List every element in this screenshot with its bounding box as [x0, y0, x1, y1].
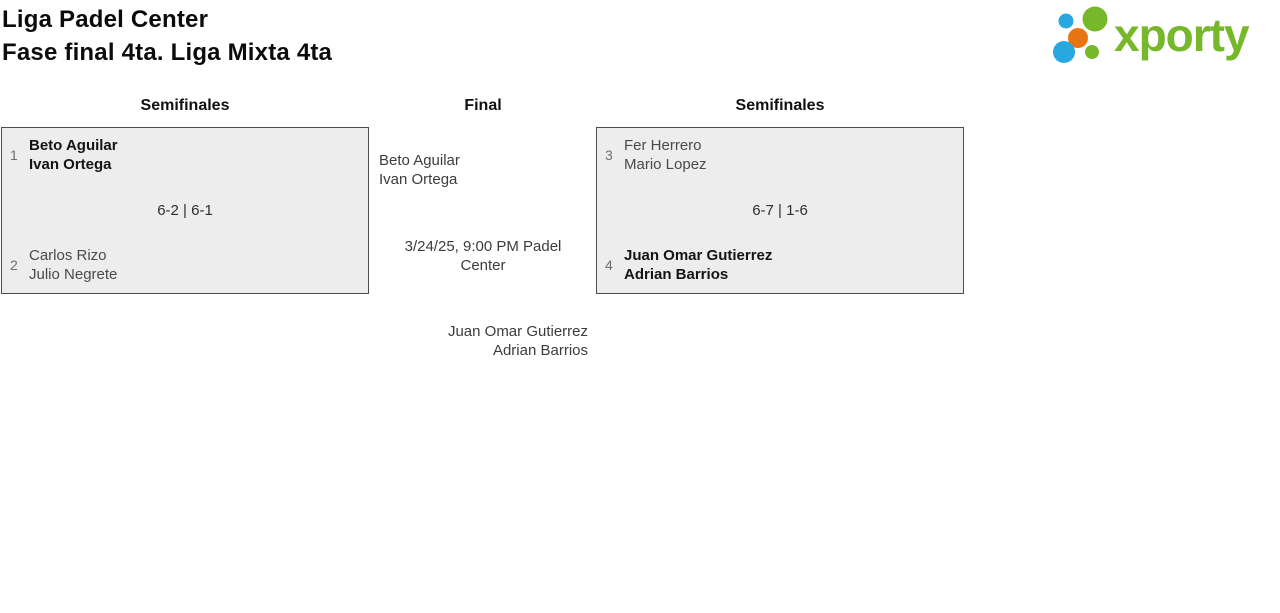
team-players: Beto Aguilar Ivan Ortega [29, 136, 118, 174]
club-name: Liga Padel Center [2, 6, 209, 33]
player-name: Mario Lopez [624, 156, 707, 173]
logo-dot-green-large [1082, 6, 1108, 32]
logo-dot-orange [1068, 28, 1088, 48]
match-box-semifinal-2[interactable]: 3 Fer Herrero Mario Lopez 6-7 | 1-6 4 Ju… [596, 127, 964, 294]
seed-number: 3 [605, 147, 613, 163]
team-row-seed-2: 2 Carlos Rizo Julio Negrete [2, 246, 368, 284]
xporty-logo: xporty [1048, 4, 1250, 68]
team-players: Carlos Rizo Julio Negrete [29, 246, 117, 284]
page-title: Liga Padel Center Fase final 4ta. Liga M… [2, 3, 332, 69]
player-name: Ivan Ortega [379, 171, 458, 188]
seed-number: 2 [10, 257, 18, 273]
team-row-seed-1: 1 Beto Aguilar Ivan Ortega [2, 136, 368, 174]
player-name: Adrian Barrios [492, 342, 588, 359]
player-name: Fer Herrero [624, 137, 702, 154]
round-header-semifinals-right: Semifinales [735, 97, 825, 114]
player-name: Juan Omar Gutierrez [624, 247, 773, 264]
team-row-seed-3: 3 Fer Herrero Mario Lopez [597, 136, 963, 174]
round-header-semifinals-left: Semifinales [140, 97, 230, 114]
player-name: Juan Omar Gutierrez [447, 323, 588, 340]
player-name: Ivan Ortega [29, 156, 112, 173]
match-box-semifinal-1[interactable]: 1 Beto Aguilar Ivan Ortega 6-2 | 6-1 2 C… [1, 127, 369, 294]
player-name: Carlos Rizo [29, 247, 107, 264]
team-players: Fer Herrero Mario Lopez [624, 136, 707, 174]
player-name: Julio Negrete [29, 266, 118, 283]
logo-dot-green-small [1085, 45, 1099, 59]
xporty-logo-text: xporty [1114, 9, 1250, 61]
xporty-dots-icon [1053, 6, 1108, 63]
seed-number: 4 [605, 257, 613, 273]
player-name: Adrian Barrios [624, 266, 729, 283]
final-team-top: Beto Aguilar Ivan Ortega [379, 151, 460, 189]
round-header-final: Final [464, 97, 502, 114]
logo-dot-blue-large [1053, 41, 1075, 63]
player-name: Beto Aguilar [29, 137, 118, 154]
final-schedule: 3/24/25, 9:00 PM Padel Center [404, 238, 562, 274]
player-name: Beto Aguilar [379, 152, 460, 169]
phase-name: Fase final 4ta. Liga Mixta 4ta [2, 39, 333, 66]
match-score: 6-7 | 1-6 [752, 201, 808, 219]
match-score: 6-2 | 6-1 [157, 201, 213, 219]
team-players: Juan Omar Gutierrez Adrian Barrios [624, 246, 772, 284]
team-row-seed-4: 4 Juan Omar Gutierrez Adrian Barrios [597, 246, 963, 284]
logo-dot-blue-small [1058, 13, 1074, 29]
final-team-bottom: Juan Omar Gutierrez Adrian Barrios [370, 322, 588, 360]
seed-number: 1 [10, 147, 18, 163]
